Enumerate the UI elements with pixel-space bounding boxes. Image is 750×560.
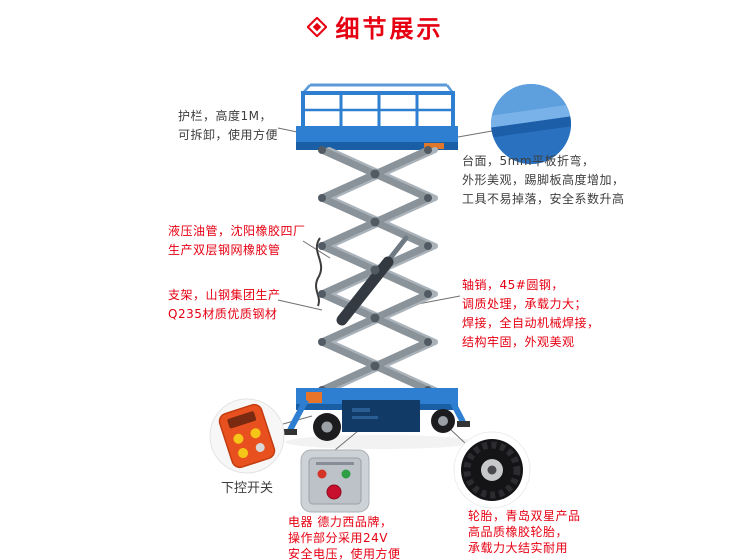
- outriggers: [283, 395, 470, 435]
- control-panel-photo: [300, 449, 370, 513]
- platform-deck: [296, 126, 458, 150]
- annotation-bracket: 支架，山钢集团生产 Q235材质优质钢材: [168, 286, 281, 324]
- annotation-axle-pin: 轴销，45#圆钢， 调质处理，承载力大； 焊接，全自动机械焊接， 结构牢固，外观…: [462, 276, 600, 352]
- annotation-remote-switch: 下控开关: [220, 481, 273, 496]
- tire-photo: [453, 431, 531, 509]
- scissor-lift: [283, 83, 470, 441]
- base-chassis: [296, 388, 458, 432]
- annotation-hydraulic-hose: 液压油管，沈阳橡胶四厂 生产双层钢网橡胶管: [168, 222, 306, 260]
- hydraulic-cylinder: [336, 235, 409, 326]
- annotation-line: 操作部分采用24V: [288, 531, 388, 545]
- hydraulic-hose: [315, 237, 323, 307]
- annotation-line: 可拆卸，使用方便: [178, 128, 279, 142]
- annotation-electrics: 电器 德力西品牌， 操作部分采用24V 安全电压，使用方便: [288, 514, 401, 560]
- diamond-icon: [306, 16, 327, 37]
- guardrail: [301, 83, 455, 128]
- annotation-line: 台面，5mm平板折弯，: [462, 154, 595, 168]
- remote-control-photo: [209, 398, 285, 474]
- annotation-line: 轮胎，青岛双星产品: [468, 509, 581, 523]
- annotation-tires: 轮胎，青岛双星产品 高品质橡胶轮胎， 承载力大结实耐用: [468, 508, 581, 556]
- annotation-line: 外形美观，踢脚板高度增加，: [462, 173, 625, 187]
- annotation-line: 承载力大结实耐用: [468, 541, 569, 555]
- annotation-line: 结构牢固，外观美观: [462, 335, 575, 349]
- annotation-line: 调质处理，承载力大；: [462, 297, 588, 311]
- annotation-line: 电器 德力西品牌，: [288, 515, 393, 529]
- scissor-pivots: [318, 146, 432, 394]
- annotation-line: 轴销，45#圆钢，: [462, 278, 564, 292]
- page-title: 细节展示: [335, 15, 444, 43]
- wheels: [313, 409, 455, 441]
- annotation-line: 生产双层钢网橡胶管: [168, 243, 281, 257]
- annotation-line: 液压油管，沈阳橡胶四厂: [168, 224, 306, 238]
- annotation-line: 高品质橡胶轮胎，: [468, 525, 569, 539]
- annotation-line: Q235材质优质钢材: [168, 307, 278, 321]
- annotation-line: 护栏，高度1M，: [178, 109, 272, 123]
- section-header: 细节展示: [0, 9, 750, 44]
- annotation-line: 工具不易掉落，安全系数升高: [462, 192, 625, 206]
- ground-shadow: [285, 435, 475, 449]
- annotation-line: 焊接，全自动机械焊接，: [462, 316, 600, 330]
- annotation-guardrail: 护栏，高度1M， 可拆卸，使用方便: [178, 107, 278, 145]
- annotation-line: 支架，山钢集团生产: [168, 288, 281, 302]
- annotation-platform: 台面，5mm平板折弯， 外形美观，踢脚板高度增加， 工具不易掉落，安全系数升高: [462, 152, 625, 209]
- annotation-line: 安全电压，使用方便: [288, 547, 401, 560]
